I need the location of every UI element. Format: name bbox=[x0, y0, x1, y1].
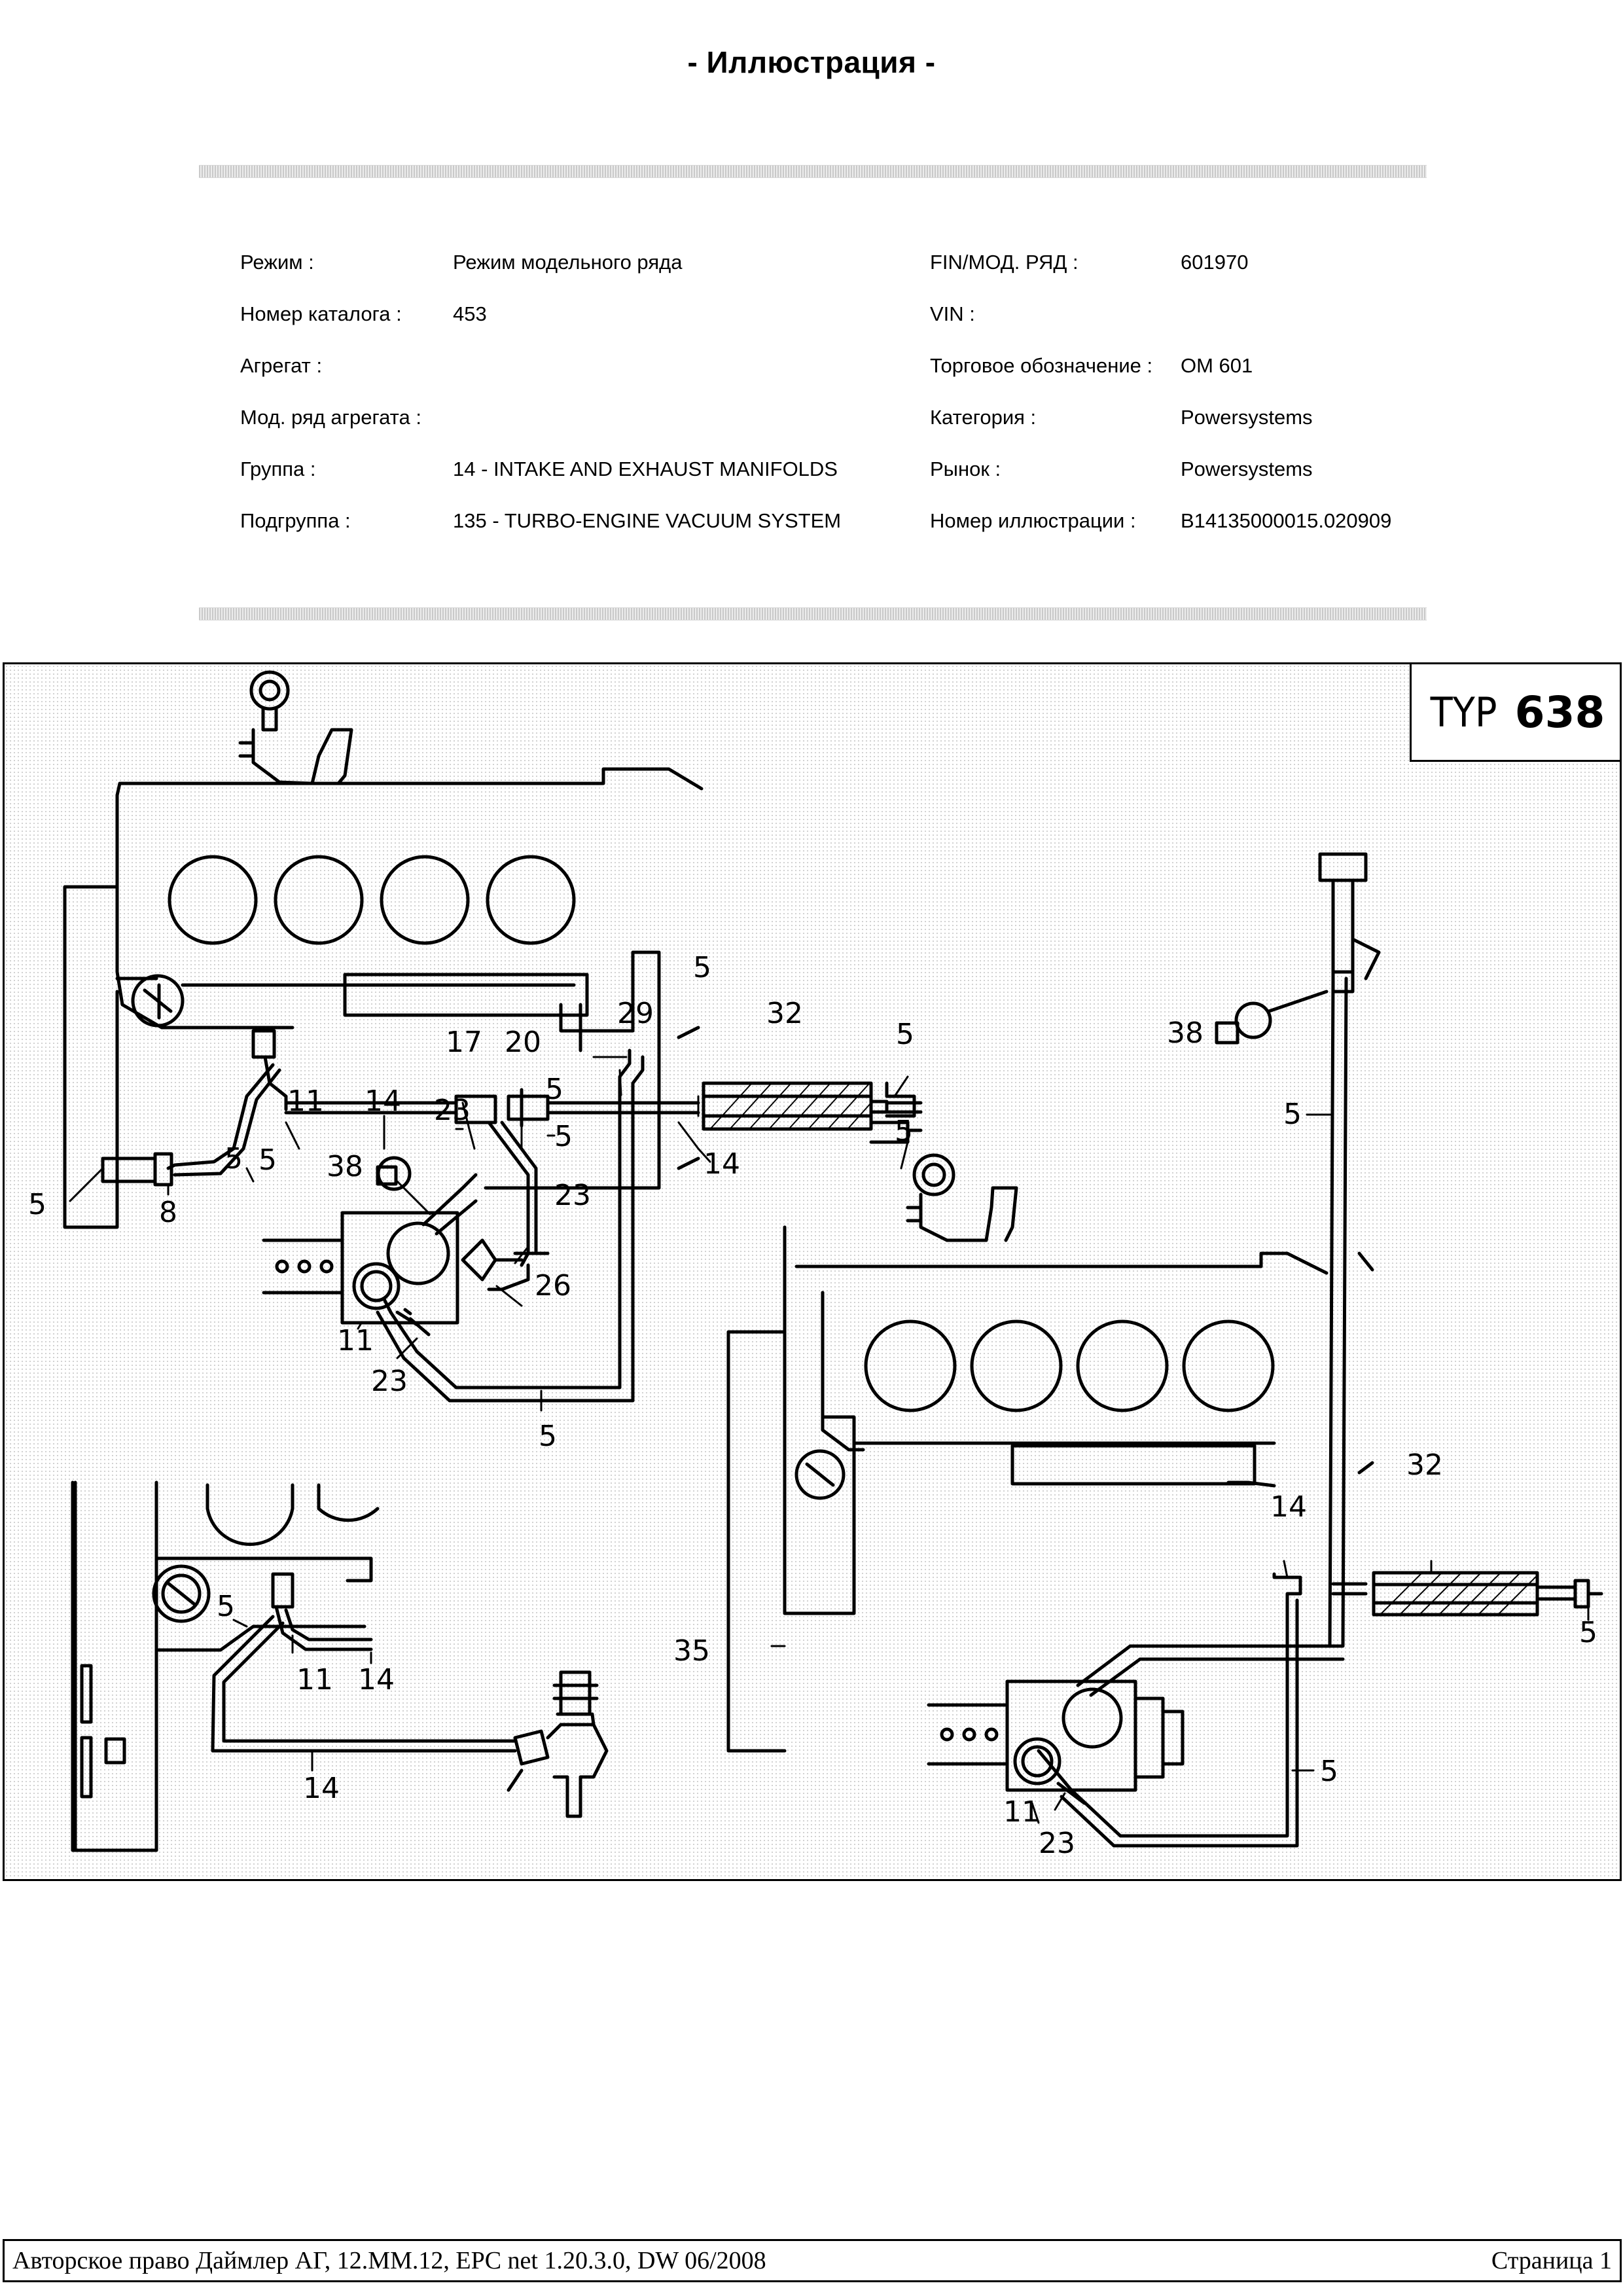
callout-5: 5 bbox=[896, 1018, 914, 1051]
callout-leaders bbox=[69, 1056, 1590, 1824]
page-title: - Иллюстрация - bbox=[687, 45, 936, 79]
callout-5: 5 bbox=[539, 1420, 557, 1453]
callout-14: 14 bbox=[358, 1663, 395, 1696]
callout-5: 5 bbox=[693, 951, 711, 984]
callout-11: 11 bbox=[1003, 1795, 1040, 1829]
page-footer: Авторское право Даймлер АГ, 12.MM.12, EP… bbox=[3, 2239, 1622, 2282]
fin-label: FIN/МОД. РЯД : bbox=[930, 251, 1079, 274]
fin-value: 601970 bbox=[1181, 251, 1249, 274]
callout-35: 35 bbox=[673, 1634, 710, 1668]
vacuum-system-diagram: 5 29 32 5 17 20 11 14 23 5 5 14 5 5 38 5… bbox=[3, 662, 1622, 1881]
callout-20: 20 bbox=[505, 1026, 541, 1059]
group-label: Группа : bbox=[240, 457, 316, 480]
callout-26: 26 bbox=[535, 1269, 571, 1302]
callout-23: 23 bbox=[554, 1179, 591, 1212]
callout-5: 5 bbox=[224, 1142, 243, 1175]
callout-32: 32 bbox=[1406, 1448, 1443, 1482]
diagram-drawing: 5 29 32 5 17 20 11 14 23 5 5 14 5 5 38 5… bbox=[28, 670, 1603, 1860]
aggregate-label: Агрегат : bbox=[240, 354, 323, 377]
callout-23: 23 bbox=[1039, 1827, 1075, 1860]
callout-14: 14 bbox=[303, 1772, 340, 1805]
copyright-text: Авторское право Даймлер АГ, 12.MM.12, EP… bbox=[12, 2247, 766, 2274]
header-divider-bottom bbox=[199, 607, 1427, 620]
vacuum-lines-left bbox=[101, 1029, 700, 1403]
callout-14: 14 bbox=[365, 1085, 401, 1118]
group-value: 14 - INTAKE AND EXHAUST MANIFOLDS bbox=[453, 457, 838, 480]
typ-label-box: TYP 638 bbox=[1410, 662, 1622, 762]
callout-17: 17 bbox=[446, 1026, 482, 1059]
callout-23: 23 bbox=[434, 1094, 471, 1127]
callout-5: 5 bbox=[545, 1073, 563, 1106]
trade-designation-value: OM 601 bbox=[1181, 354, 1253, 377]
callout-5: 5 bbox=[217, 1590, 235, 1623]
callout-14: 14 bbox=[704, 1147, 740, 1181]
vacuum-lines-right bbox=[1037, 852, 1381, 1848]
mode-value: Режим модельного ряда bbox=[453, 251, 683, 274]
subgroup-label: Подгруппа : bbox=[240, 509, 351, 532]
category-label: Категория : bbox=[930, 406, 1037, 429]
mode-label: Режим : bbox=[240, 251, 314, 274]
catalog-number-value: 453 bbox=[453, 302, 487, 325]
callout-14: 14 bbox=[1270, 1490, 1307, 1524]
trade-designation-label: Торговое обозначение : bbox=[930, 354, 1153, 377]
callout-5: 5 bbox=[28, 1188, 46, 1221]
callout-5: 5 bbox=[1283, 1098, 1302, 1131]
filter-hatching bbox=[711, 1084, 1537, 1614]
typ-prefix: TYP bbox=[1430, 688, 1497, 736]
vacuum-pump-left bbox=[262, 1156, 524, 1336]
vin-label: VIN : bbox=[930, 302, 975, 325]
illustration-number-value: B14135000015.020909 bbox=[1181, 509, 1392, 532]
callout-8: 8 bbox=[159, 1196, 177, 1229]
callout-23: 23 bbox=[371, 1365, 408, 1398]
illustration-number-label: Номер иллюстрации : bbox=[930, 509, 1136, 532]
callout-32: 32 bbox=[766, 997, 803, 1030]
callout-5: 5 bbox=[259, 1143, 277, 1177]
typ-number: 638 bbox=[1514, 687, 1605, 738]
callout-5: 5 bbox=[1579, 1616, 1597, 1649]
callout-11: 11 bbox=[296, 1663, 333, 1696]
subgroup-value: 135 - TURBO-ENGINE VACUUM SYSTEM bbox=[453, 509, 842, 532]
callout-38: 38 bbox=[327, 1150, 363, 1183]
callout-5: 5 bbox=[554, 1120, 573, 1153]
vacuum-pump-right bbox=[927, 1679, 1185, 1805]
market-value: Powersystems bbox=[1181, 457, 1313, 480]
filter-right bbox=[1372, 1571, 1603, 1617]
engine-top-left bbox=[63, 670, 704, 1229]
callout-29: 29 bbox=[617, 997, 654, 1030]
callout-5: 5 bbox=[1320, 1755, 1338, 1788]
engine-right bbox=[726, 1153, 1374, 1753]
aggregate-model-label: Мод. ряд агрегата : bbox=[240, 406, 421, 429]
detail-view-lower-left bbox=[71, 1480, 609, 1852]
market-label: Рынок : bbox=[930, 457, 1001, 480]
callout-5: 5 bbox=[895, 1115, 913, 1148]
filter-top bbox=[677, 1026, 923, 1170]
page-number: Страница 1 bbox=[1491, 2247, 1612, 2274]
header-divider-top bbox=[199, 165, 1427, 178]
callout-11: 11 bbox=[337, 1324, 374, 1357]
catalog-number-label: Номер каталога : bbox=[240, 302, 402, 325]
callout-11: 11 bbox=[287, 1085, 324, 1118]
category-value: Powersystems bbox=[1181, 406, 1313, 429]
callout-38: 38 bbox=[1167, 1016, 1204, 1050]
